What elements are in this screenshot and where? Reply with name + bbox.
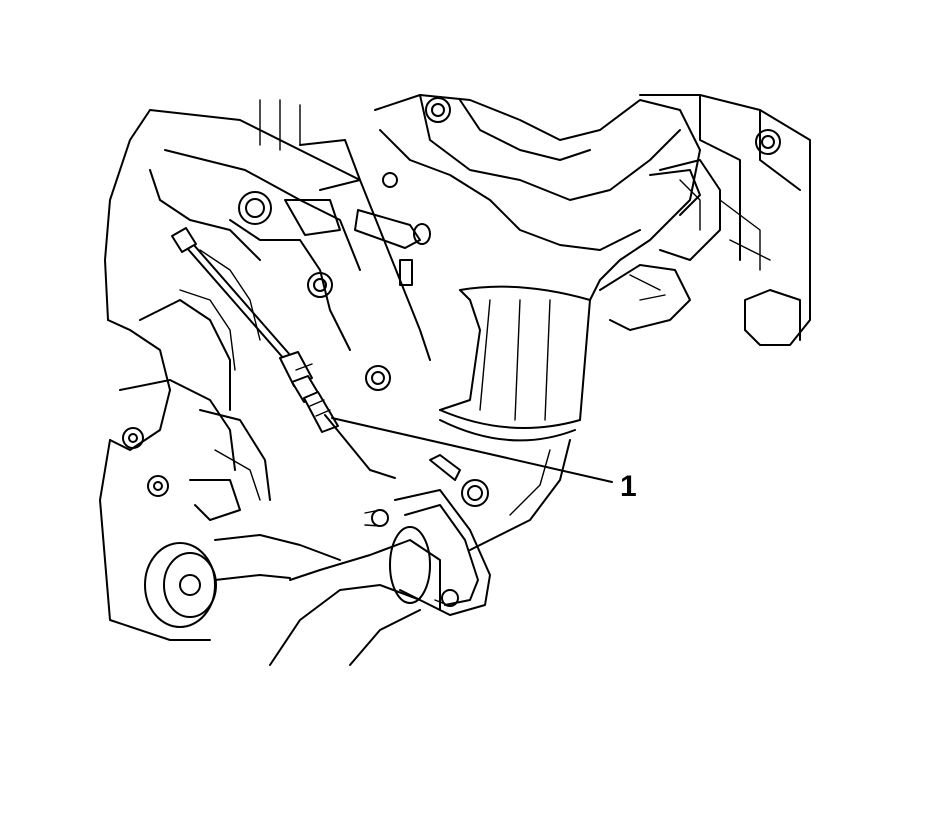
bolt-3: [365, 365, 391, 391]
flange-bolt-1: [364, 509, 389, 527]
bolts: [122, 172, 489, 507]
bolt-5: [382, 172, 398, 188]
fitting-pipe: [354, 209, 431, 286]
sensor-body: [279, 351, 339, 433]
engine-block-right: [639, 94, 811, 346]
flange-bolt-2: [434, 589, 459, 607]
transmission-housing: [99, 99, 431, 641]
bolt-2: [147, 475, 169, 497]
exhaust-manifold: [374, 94, 701, 331]
exhaust-pipe: [269, 454, 491, 666]
callout-1-label: 1: [620, 470, 637, 503]
callout-1-leader: [331, 417, 613, 483]
sensor-wire: [179, 235, 292, 361]
transmission-mount: [144, 479, 341, 628]
bolt-4: [461, 479, 489, 507]
sensor-connector: [171, 227, 197, 253]
bolt-1: [122, 427, 144, 449]
callout-1: 1: [331, 417, 637, 503]
oxygen-sensor-assembly: [171, 227, 396, 479]
catalytic-converter: [439, 285, 591, 551]
